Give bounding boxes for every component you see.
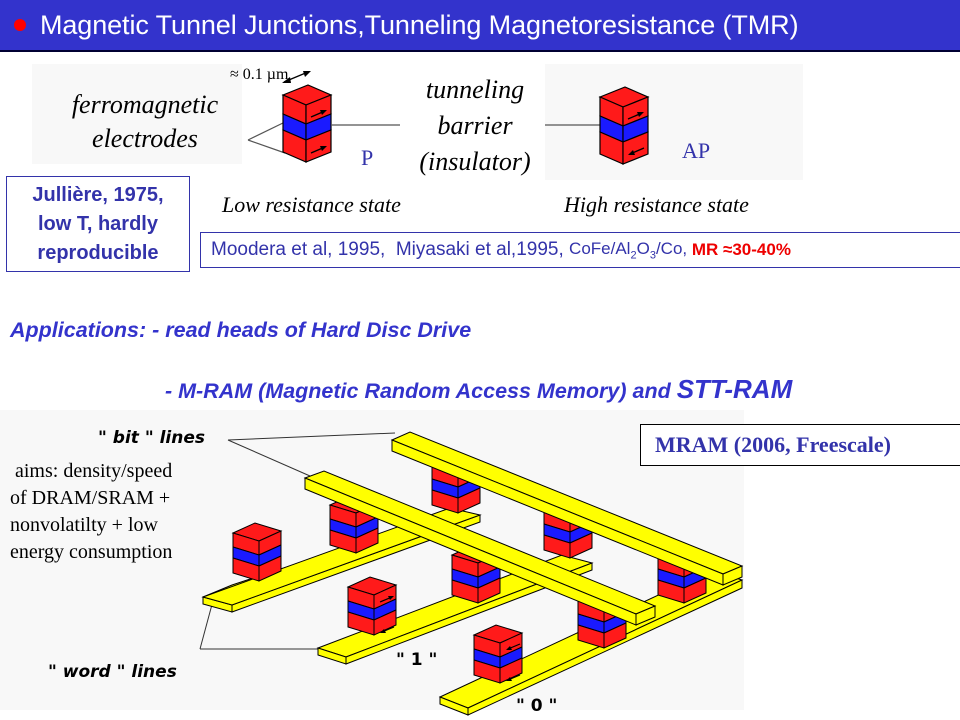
mram-cell [346,576,398,636]
slide-title: Magnetic Tunnel Junctions,Tunneling Magn… [40,9,799,40]
arrow-left-icon [380,626,395,633]
julliere-line: low T, hardly [37,212,158,235]
applications-line-1: Applications: - read heads of Hard Disc … [10,318,472,342]
size-arrow-icon [282,71,311,83]
bit-line-pointer [227,432,396,441]
aims-line: energy consumption [10,541,173,563]
electrodes-label: ferromagnetic electrodes [50,88,240,156]
mtj-cube-antiparallel [598,86,650,165]
arrow-left-icon [628,147,645,155]
subscript: 3 [649,249,656,262]
aims-line: of DRAM/SRAM + [10,487,171,509]
high-resistance-label: High resistance state [564,192,749,217]
antiparallel-label: AP [682,138,711,163]
arrow-right-icon [310,110,327,118]
bullet-icon [14,19,26,31]
mtj-diagram [247,71,650,165]
arrow-right-icon [379,596,394,603]
bit-lines-label: " bit " lines [98,428,205,448]
material-text: /Co, [655,238,692,258]
pointer-line-bottom [247,139,286,154]
mr-value: MR ≈30-40% [691,240,791,259]
barrier-label-line: barrier [437,111,513,140]
julliere-line: Jullière, 1975, [32,183,164,206]
material-stack: CoFe/Al2O3/Co, [569,239,692,261]
state-zero-label: " 0 " [516,696,558,716]
applications-line-2: - M-RAM (Magnetic Random Access Memory) … [165,374,792,405]
arrow-left-icon [506,674,521,681]
pointer-line-top [247,121,286,141]
barrier-label-line: tunneling [425,75,525,104]
mram-freescale-badge: MRAM (2006, Freescale) [640,424,960,466]
size-label: ≈ 0.1 µm [230,66,289,83]
barrier-label: tunneling barrier (insulator) [400,72,550,180]
stt-ram-label: STT-RAM [676,374,793,404]
bit-line [390,431,744,586]
material-text: CoFe/Al [569,238,631,258]
mtj-cube-parallel [281,84,333,163]
arrow-left-icon [506,643,521,650]
diagram-panel-right [545,64,803,180]
aims-line: nonvolatilty + low [10,514,158,536]
material-text: O [636,238,650,258]
parallel-label: P [361,145,374,170]
electrodes-label-line: electrodes [92,124,198,153]
low-resistance-label: Low resistance state [222,192,401,217]
applications-text: - M-RAM (Magnetic Random Access Memory) … [165,379,677,403]
electrodes-label-line: ferromagnetic [71,90,219,119]
arrow-right-icon [310,146,327,154]
aims-line: aims: density/speed [15,460,173,482]
bit-line-pointer [227,439,311,477]
julliere-note: Jullière, 1975, low T, hardly reproducib… [6,176,190,272]
subscript: 2 [630,249,637,262]
arrow-right-icon [627,112,644,120]
moodera-authors: Moodera et al, 1995, Miyasaki et al,1995… [211,239,570,260]
barrier-label-line: (insulator) [419,147,531,176]
title-bar: Magnetic Tunnel Junctions,Tunneling Magn… [0,0,960,52]
bit-line [303,470,657,626]
julliere-line: reproducible [37,241,159,264]
word-lines-label: " word " lines [48,662,177,682]
moodera-note: Moodera et al, 1995, Miyasaki et al,1995… [200,232,960,268]
mram-aims: aims: density/speed of DRAM/SRAM + nonvo… [10,458,220,566]
diagram-panel-left [32,64,242,164]
mram-cell [472,624,524,684]
mram-cell [231,522,283,582]
state-one-label: " 1 " [396,650,438,670]
